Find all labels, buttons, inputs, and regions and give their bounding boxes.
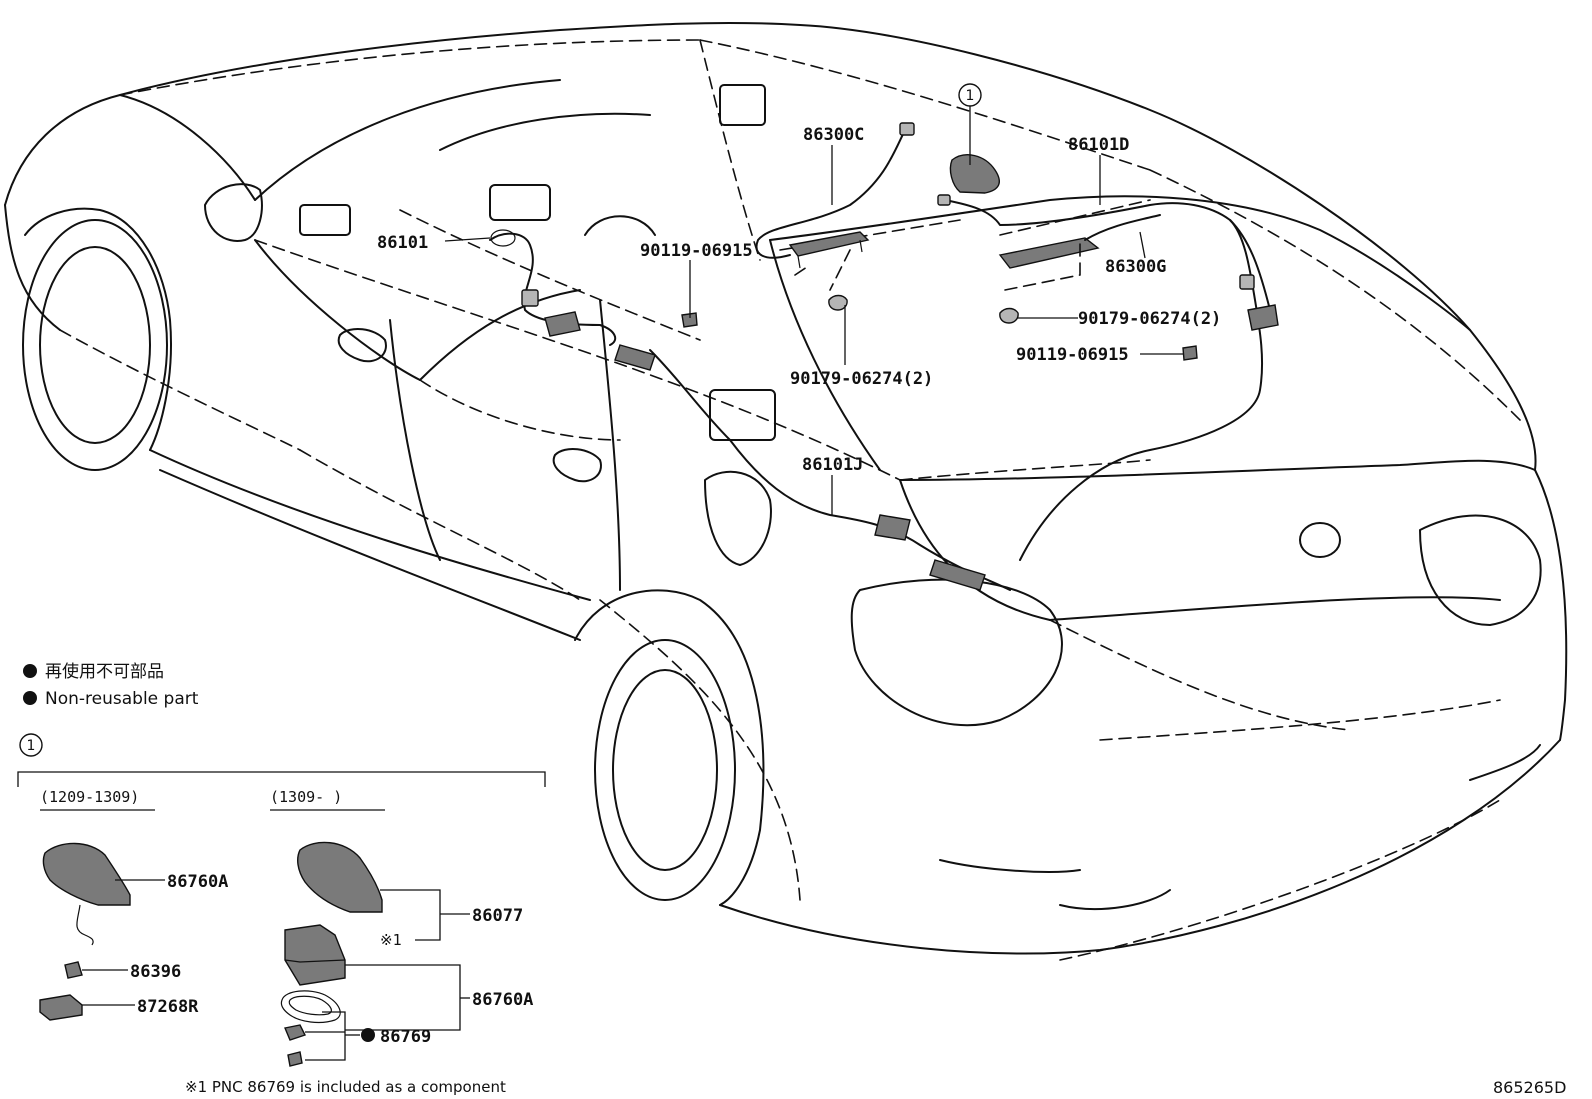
legend-en: Non-reusable part bbox=[45, 689, 199, 709]
hidden-lines bbox=[59, 39, 1521, 961]
range-1309: (1309- ) bbox=[270, 788, 342, 806]
gasket bbox=[280, 990, 341, 1024]
legend: 再使用不可部品 Non-reusable part bbox=[23, 661, 199, 709]
part-86396: 86396 bbox=[130, 962, 181, 982]
inset-ref-label: 1 bbox=[27, 738, 36, 754]
range-1209-1309: (1209-1309) bbox=[40, 788, 139, 806]
label-90179-06274-right: 90179-06274(2) bbox=[1078, 309, 1221, 329]
connector-87268R bbox=[39, 994, 83, 1021]
label-86101D: 86101D bbox=[1068, 135, 1129, 155]
wiring-harnesses bbox=[489, 122, 1279, 591]
nut-86396 bbox=[64, 961, 83, 979]
label-86101: 86101 bbox=[377, 233, 428, 253]
label-90119-06915-right: 90119-06915 bbox=[1016, 345, 1129, 365]
fin-cover-86077 bbox=[297, 841, 383, 913]
part-86077: 86077 bbox=[472, 906, 523, 926]
part-86769: 86769 bbox=[380, 1027, 431, 1047]
label-86101J: 86101J bbox=[802, 455, 863, 475]
antenna-base-86760A-new bbox=[284, 924, 346, 986]
part-86760A-new: 86760A bbox=[472, 990, 533, 1010]
nut bbox=[284, 1024, 306, 1041]
footnote: ※1 PNC 86769 is included as a component bbox=[185, 1078, 506, 1096]
inset-ref-circle bbox=[19, 733, 43, 757]
ref-circle-1 bbox=[958, 83, 982, 107]
label-90119-06915-left: 90119-06915 bbox=[640, 241, 753, 261]
bolt bbox=[287, 1051, 303, 1067]
part-86760A-old: 86760A bbox=[167, 872, 228, 892]
label-90179-06274-left: 90179-06274(2) bbox=[790, 369, 933, 389]
label-86300G: 86300G bbox=[1105, 257, 1166, 277]
leader-lines bbox=[444, 105, 1183, 515]
callout-labels: 1 86300C 86101D 86101 90119-06915 86300G… bbox=[377, 83, 1221, 475]
non-reusable-dot-icon bbox=[361, 1028, 375, 1042]
fin-antenna-86760A-old bbox=[42, 842, 131, 906]
diagram-code: 865265D bbox=[1493, 1078, 1566, 1097]
non-reusable-dot-icon bbox=[23, 691, 37, 705]
part-87268R: 87268R bbox=[137, 997, 199, 1017]
legend-jp: 再使用不可部品 bbox=[45, 661, 164, 682]
non-reusable-dot-icon bbox=[23, 664, 37, 678]
ref-circle-label: 1 bbox=[966, 88, 975, 104]
car-outline bbox=[4, 21, 1568, 955]
inset-detail: 1 (1209-1309) (1309- ) 86760A 86396 8726… bbox=[17, 733, 546, 1067]
label-86300C: 86300C bbox=[803, 125, 864, 145]
note-ref-1: ※1 bbox=[380, 931, 402, 949]
